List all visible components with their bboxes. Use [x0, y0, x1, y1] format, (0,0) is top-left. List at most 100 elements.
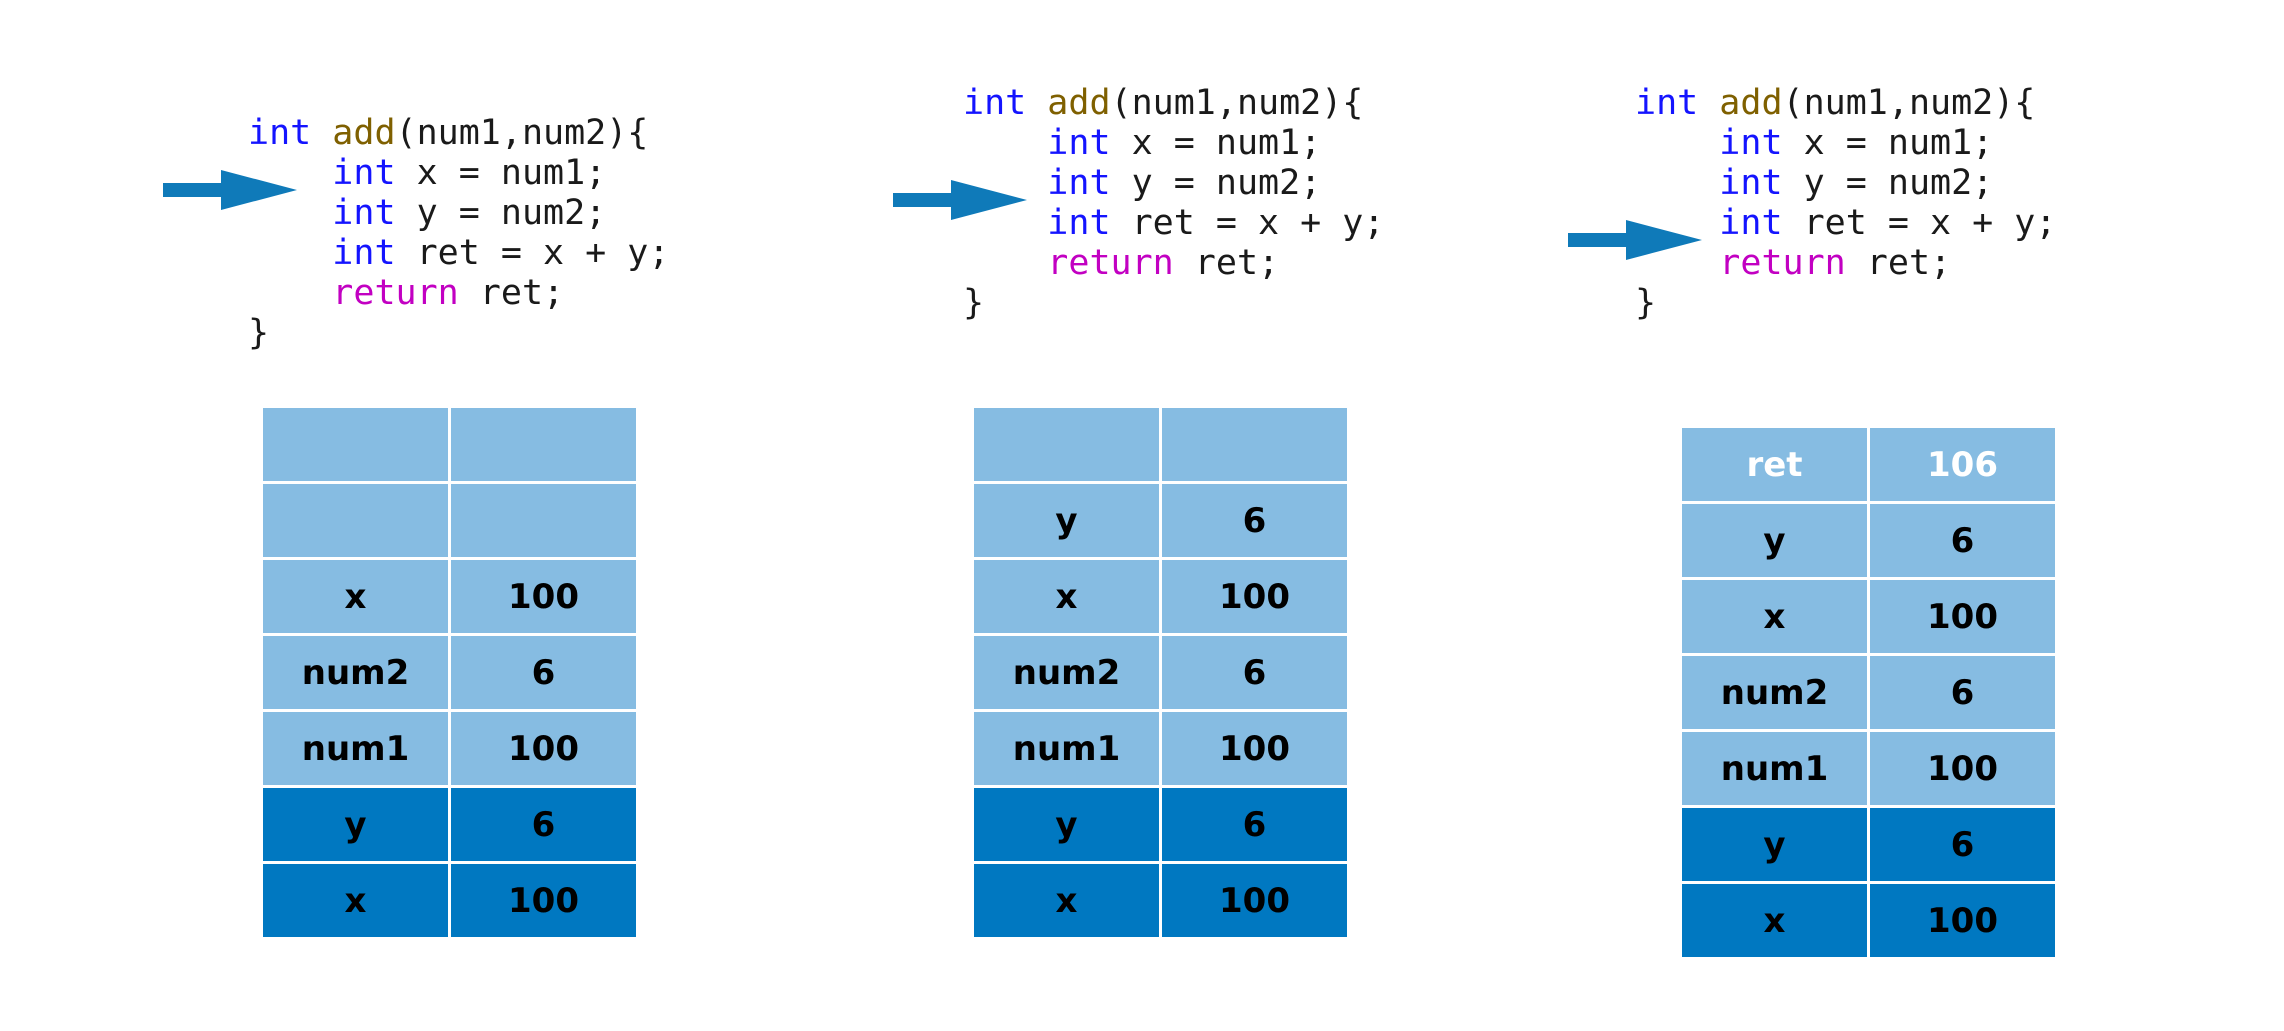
code-token: int [248, 113, 312, 153]
stack-variable-name: x [263, 560, 448, 633]
stack-variable-name: num1 [974, 712, 1159, 785]
stack-variable-name: x [974, 560, 1159, 633]
stack-variable-name: num2 [263, 636, 448, 709]
code-token: ret; [1845, 243, 1952, 283]
code-line: int y = num2; [963, 163, 1384, 203]
code-line: } [248, 313, 669, 353]
code-indent [1635, 163, 1719, 203]
code-line: int ret = x + y; [963, 203, 1384, 243]
stack-variable-value: 6 [451, 788, 636, 861]
code-token: x = num1; [1782, 123, 1994, 163]
stack-variable-value: 100 [1162, 864, 1347, 937]
code-token: int [332, 193, 396, 233]
code-token: (num1,num2){ [1110, 83, 1364, 123]
code-line: int add(num1,num2){ [248, 113, 669, 153]
code-token: add [1047, 83, 1111, 123]
code-token: (num1,num2){ [395, 113, 649, 153]
code-token: add [1719, 83, 1783, 123]
stack-variable-value: 6 [1870, 656, 2055, 729]
code-line: return ret; [248, 273, 669, 313]
code-token: ret; [1173, 243, 1280, 283]
execution-pointer-arrow-icon [893, 180, 1027, 220]
code-token: y = num2; [395, 193, 607, 233]
code-token: } [963, 283, 985, 323]
stack-variable-value: 100 [1870, 884, 2055, 957]
stack-variable-name: x [974, 864, 1159, 937]
code-line: int y = num2; [248, 193, 669, 233]
stack-variable-name: y [1682, 504, 1867, 577]
stack-variable-value: 6 [451, 636, 636, 709]
code-token: x = num1; [395, 153, 607, 193]
stack-variable-value: 100 [451, 864, 636, 937]
stack-variable-name: num1 [1682, 732, 1867, 805]
code-token: return [1047, 243, 1174, 283]
code-token: } [1635, 283, 1657, 323]
stack-variable-value: 6 [1870, 808, 2055, 881]
execution-pointer-arrow-icon [1568, 220, 1702, 260]
code-token: add [332, 113, 396, 153]
code-block-2: int add(num1,num2){ int x = num1; int y … [963, 83, 1384, 323]
code-token: int [1047, 123, 1111, 163]
stack-variable-name: num2 [1682, 656, 1867, 729]
stack-variable-name: y [974, 788, 1159, 861]
code-token: int [1635, 83, 1699, 123]
code-line: } [1635, 283, 2056, 323]
code-token: ret = x + y; [1110, 203, 1385, 243]
stack-row-empty [263, 408, 636, 481]
stack-variable-value: 6 [1162, 636, 1347, 709]
code-token: int [1719, 203, 1783, 243]
stack-variable-value: 100 [1162, 712, 1347, 785]
stack-variable-value: 6 [1162, 484, 1347, 557]
stack-variable-value: 100 [1870, 580, 2055, 653]
stack-variable-value: 100 [451, 560, 636, 633]
stack-variable-value: 100 [451, 712, 636, 785]
stack-variable-name [263, 408, 448, 481]
code-token: int [963, 83, 1027, 123]
code-token: int [1719, 123, 1783, 163]
code-token [1698, 83, 1719, 123]
code-line: int add(num1,num2){ [1635, 83, 2056, 123]
stack-variable-value: 6 [1162, 788, 1347, 861]
code-token [311, 113, 332, 153]
stack-variable-name: x [1682, 884, 1867, 957]
code-token [1026, 83, 1047, 123]
code-token: } [248, 313, 270, 353]
stack-variable-value [451, 408, 636, 481]
code-token: ret = x + y; [1782, 203, 2057, 243]
stack-variable-name: num2 [974, 636, 1159, 709]
code-token: (num1,num2){ [1782, 83, 2036, 123]
code-token: return [1719, 243, 1846, 283]
code-indent [963, 243, 1047, 283]
code-indent [248, 233, 332, 273]
code-token: return [332, 273, 459, 313]
stack-variable-name [263, 484, 448, 557]
code-line: return ret; [1635, 243, 2056, 283]
code-block-1: int add(num1,num2){ int x = num1; int y … [248, 113, 669, 353]
stack-row-empty [263, 484, 636, 557]
code-line: int ret = x + y; [1635, 203, 2056, 243]
stack-variable-value: 6 [1870, 504, 2055, 577]
stack-variable-value: 100 [1162, 560, 1347, 633]
stack-variable-value [1162, 408, 1347, 481]
code-token: y = num2; [1782, 163, 1994, 203]
stack-variable-value: 106 [1870, 428, 2055, 501]
code-line: int add(num1,num2){ [963, 83, 1384, 123]
code-line: int x = num1; [963, 123, 1384, 163]
stack-row-empty [974, 408, 1347, 481]
